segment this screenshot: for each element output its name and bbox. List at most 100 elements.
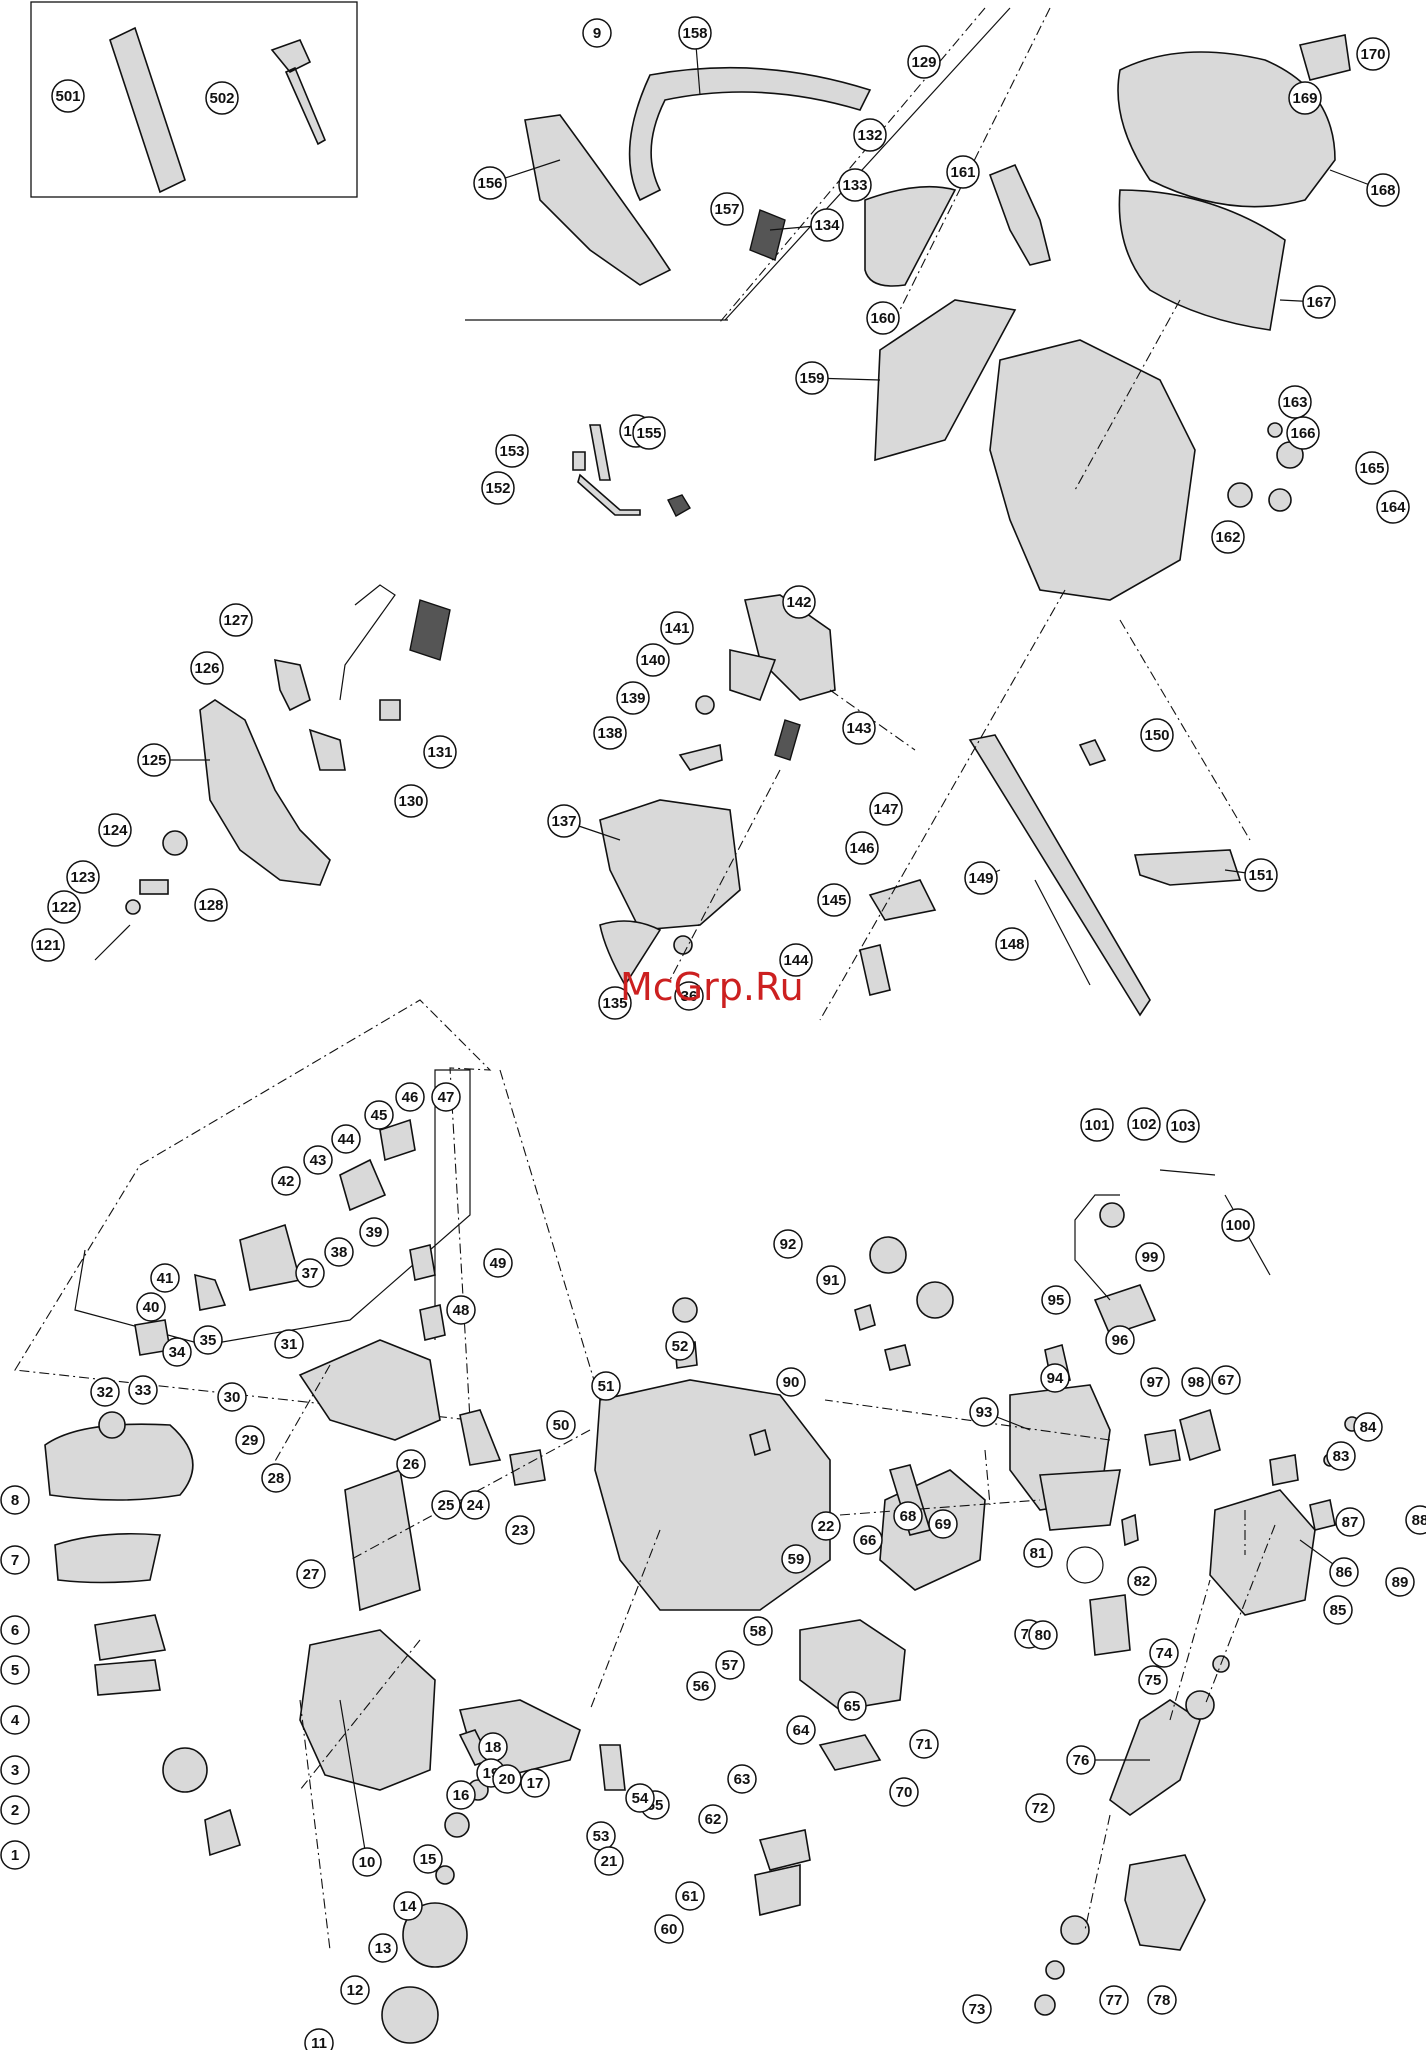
- callout-number: 64: [793, 1722, 810, 1739]
- guide-line: [299, 1639, 421, 1791]
- callout-circle-162: [1211, 520, 1245, 554]
- callout-number: 132: [857, 127, 882, 144]
- callout-circle-31: [274, 1329, 304, 1359]
- clutch-housing-part: [299, 1629, 436, 1791]
- callout-92: 92: [773, 1229, 803, 1259]
- callout-number: 95: [1048, 1292, 1065, 1309]
- callout-circle-62: [698, 1804, 728, 1834]
- callout-number: 62: [705, 1811, 722, 1828]
- callout-number: 169: [1292, 90, 1317, 107]
- callout-number: 168: [1370, 182, 1395, 199]
- callout-number: 46: [402, 1089, 419, 1106]
- callout-2: 2: [0, 1795, 30, 1825]
- callout-130: 130: [394, 784, 428, 818]
- callout-156: 156: [473, 159, 561, 200]
- callout-34: 34: [162, 1337, 192, 1367]
- callout-circle-146: [845, 831, 879, 865]
- guide-line: [724, 7, 1011, 321]
- callout-number: 73: [969, 2001, 986, 2018]
- callout-circle-147: [869, 792, 903, 826]
- callout-circle-168: [1366, 173, 1400, 207]
- callout-number: 76: [1073, 1752, 1090, 1769]
- callout-circle-16: [446, 1780, 476, 1810]
- callout-144: 144: [779, 943, 813, 977]
- callout-46: 46: [395, 1082, 425, 1112]
- bar-cover-part: [109, 26, 186, 194]
- crankcase-part: [1124, 1854, 1206, 1951]
- callout-48: 48: [446, 1295, 476, 1325]
- callout-127: 127: [219, 603, 253, 637]
- insulator-part: [459, 1409, 502, 1466]
- callout-100: 100: [1221, 1208, 1255, 1242]
- callout-number: 41: [157, 1270, 174, 1287]
- callout-circle-103: [1166, 1109, 1200, 1143]
- callout-circle-86: [1329, 1557, 1359, 1587]
- stud-part: [419, 1304, 446, 1341]
- callout-59: 59: [781, 1544, 811, 1574]
- callout-number: 14: [400, 1898, 417, 1915]
- callout-29: 29: [235, 1425, 265, 1455]
- callout-8: 8: [0, 1485, 30, 1515]
- callout-37: 37: [295, 1258, 325, 1288]
- callout-number: 99: [1142, 1249, 1159, 1266]
- flywheel-part: [1209, 1489, 1316, 1616]
- callout-circle-138: [593, 716, 627, 750]
- callout-circle-26: [396, 1449, 426, 1479]
- callout-circle-22: [811, 1511, 841, 1541]
- callout-53: 53: [586, 1821, 616, 1851]
- clutch-drum-part: [402, 1902, 468, 1968]
- callout-number: 58: [750, 1623, 767, 1640]
- callout-number: 123: [70, 869, 95, 886]
- callout-circle-132: [853, 118, 887, 152]
- bumper-spike-part: [1133, 849, 1242, 886]
- callout-circle-11: [304, 2028, 334, 2050]
- top-cover-part: [298, 1339, 441, 1441]
- callout-circle-83: [1326, 1441, 1356, 1471]
- callout-circle-4: [0, 1705, 30, 1735]
- shield-part: [864, 185, 957, 287]
- callout-33: 33: [128, 1375, 158, 1405]
- callout-number: 56: [693, 1678, 710, 1695]
- callout-32: 32: [90, 1377, 120, 1407]
- callout-number: 51: [598, 1378, 615, 1395]
- callout-number: 149: [968, 870, 993, 887]
- worm-gear-part: [444, 1812, 470, 1838]
- callout-circle-141: [660, 611, 694, 645]
- callout-85: 85: [1323, 1595, 1353, 1625]
- callout-number: 155: [636, 425, 661, 442]
- callout-circle-143: [842, 711, 876, 745]
- callout-circle-142: [782, 585, 816, 619]
- callout-circle-54: [625, 1783, 655, 1813]
- callout-number: 153: [499, 443, 524, 460]
- front-handle-part: [628, 66, 872, 202]
- lever-part: [599, 1744, 626, 1791]
- callout-number: 71: [916, 1736, 933, 1753]
- callout-number: 142: [786, 594, 811, 611]
- needle-bearing-part: [435, 1865, 455, 1885]
- callout-circle-99: [1135, 1242, 1165, 1272]
- callout-number: 135: [602, 995, 627, 1012]
- callout-number: 54: [632, 1790, 649, 1807]
- callout-circle-102: [1127, 1107, 1161, 1141]
- callout-number: 25: [438, 1497, 455, 1514]
- callout-circle-67: [1211, 1365, 1241, 1395]
- damper-part: [162, 830, 188, 856]
- callout-5: 5: [0, 1655, 30, 1685]
- callout-140: 140: [636, 643, 670, 677]
- bearing-part: [1185, 1690, 1215, 1720]
- oil-cap-part: [916, 1281, 954, 1319]
- callout-number: 92: [780, 1236, 797, 1253]
- callout-number: 91: [823, 1272, 840, 1289]
- callout-42: 42: [271, 1166, 301, 1196]
- callout-18: 18: [478, 1732, 508, 1762]
- throttle-cable-part: [339, 584, 396, 701]
- callout-number: 40: [143, 1299, 160, 1316]
- callout-number: 2: [11, 1802, 19, 1819]
- callout-9: 9: [582, 18, 612, 48]
- callout-circle-166: [1286, 416, 1320, 450]
- callout-101: 101: [1080, 1108, 1114, 1142]
- washer-part: [1267, 422, 1283, 438]
- callout-number: 131: [427, 744, 452, 761]
- callout-number: 98: [1188, 1374, 1205, 1391]
- callout-number: 29: [242, 1432, 259, 1449]
